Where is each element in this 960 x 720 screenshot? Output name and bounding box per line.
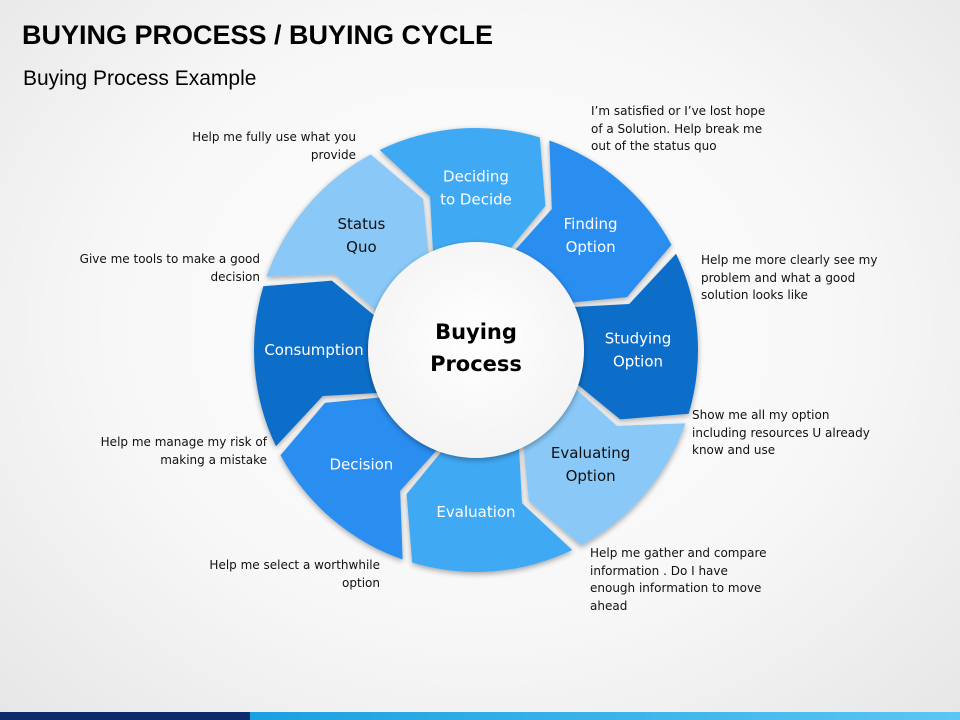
center-label-line1: Buying <box>435 320 517 344</box>
note-finding-option: Show me all my option including resource… <box>692 408 870 457</box>
center-circle <box>368 242 584 458</box>
segment-label-consumption: Consumption <box>264 341 363 359</box>
segment-label-decision: Decision <box>329 456 393 474</box>
segment-studying-option <box>564 253 699 420</box>
footer-bar-light <box>250 712 960 720</box>
footer-bar-dark <box>0 712 250 720</box>
segment-evaluation <box>406 438 573 573</box>
center-label-line2: Process <box>430 352 522 376</box>
segment-decision <box>280 396 444 560</box>
note-evaluating-option: Help me select a worthwhile option <box>209 558 380 590</box>
footer-bar <box>0 712 960 720</box>
segment-finding-option <box>508 140 672 304</box>
segment-consumption <box>253 280 388 447</box>
segment-evaluating-option <box>522 382 686 546</box>
note-deciding-to-decide: Help me more clearly see my problem and … <box>701 253 878 302</box>
segment-status-quo <box>266 154 430 318</box>
note-decision: Give me tools to make a good decision <box>79 252 260 284</box>
note-consumption: Help me fully use what you provide <box>192 130 356 162</box>
segment-deciding-to-decide <box>379 127 546 262</box>
segment-label-evaluation: Evaluation <box>436 503 515 521</box>
page-subtitle: Buying Process Example <box>23 67 257 90</box>
center-label: Buying Process <box>372 316 580 380</box>
note-studying-option: Help me gather and compare information .… <box>590 546 767 613</box>
note-evaluation: Help me manage my risk of making a mista… <box>100 435 267 467</box>
note-status-quo: I’m satisfied or I’ve lost hope of a Sol… <box>591 104 766 153</box>
cycle-segments <box>253 127 699 573</box>
page-title: BUYING PROCESS / BUYING CYCLE <box>22 20 494 50</box>
